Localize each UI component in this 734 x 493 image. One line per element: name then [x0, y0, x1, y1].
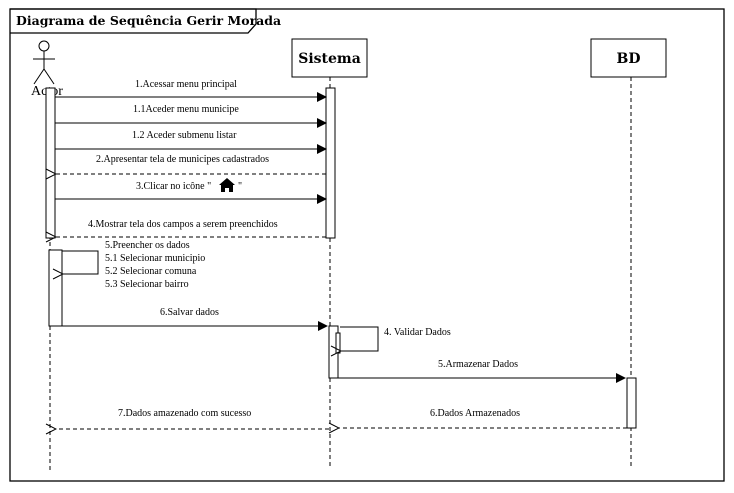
msg-1-label: 1.Acessar menu principal [135, 79, 237, 90]
actor-activation-1 [45, 87, 56, 239]
sistema-activation-1 [325, 87, 336, 239]
diagram-frame [9, 8, 725, 482]
title-tab [10, 8, 257, 34]
msg-5-label: 5.Preencher os dados [105, 240, 190, 251]
msg-validar-self-arrow [340, 326, 379, 351]
msg-5-3-label: 5.3 Selecionar bairro [105, 279, 189, 290]
msg-2-label: 2.Apresentar tela de municipes cadastrad… [96, 154, 269, 165]
msg-5-self-arrow [62, 250, 99, 274]
msg-6-label: 6.Salvar dados [160, 307, 219, 318]
msg-7-label: 7.Dados amazenado com sucesso [118, 408, 251, 419]
actor-figure [33, 40, 55, 85]
messages [55, 92, 627, 429]
msg-validar-label: 4. Validar Dados [384, 327, 451, 338]
msg-1-1-label: 1.1Aceder menu municipe [133, 104, 239, 115]
bd-label: BD [617, 51, 641, 67]
msg-dados-armazenados-label: 6.Dados Armazenados [430, 408, 520, 419]
msg-5-1-label: 5.1 Selecionar municipio [105, 253, 205, 264]
msg-armazenar-label: 5.Armazenar Dados [438, 359, 518, 370]
msg-3-label: 3.Clicar no icône " [136, 181, 211, 192]
bd-activation [626, 377, 637, 429]
sistema-label: Sistema [298, 51, 361, 67]
home-icon [219, 178, 235, 192]
msg-5-2-label: 5.2 Selecionar comuna [105, 266, 197, 277]
msg-3-label-end: " [238, 181, 242, 192]
msg-4-label: 4.Mostrar tela dos campos a serem preenc… [88, 219, 278, 230]
bd-lifeline-header [590, 38, 667, 78]
actor-activation-2 [48, 249, 63, 327]
sistema-activation-3 [335, 332, 341, 354]
msg-1-2-label: 1.2 Aceder submenu listar [132, 130, 237, 141]
diagram-title: Diagrama de Sequência Gerir Morada [16, 13, 281, 28]
